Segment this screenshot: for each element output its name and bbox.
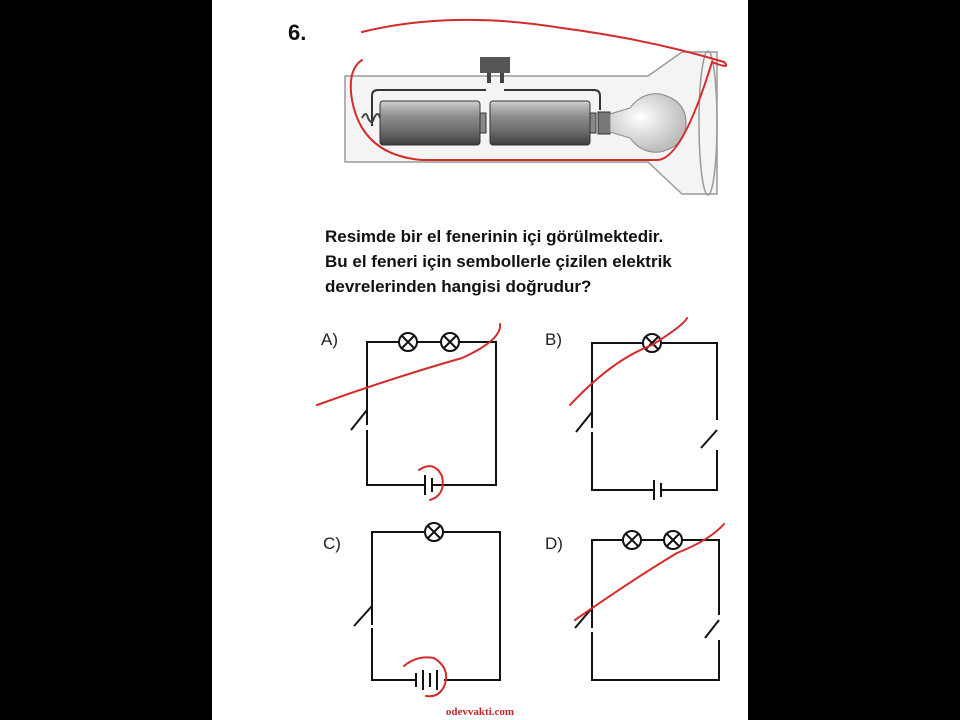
circuit-diagrams	[350, 332, 720, 690]
question-line: devrelerinden hangisi doğrudur?	[325, 277, 592, 296]
option-a-label: A)	[321, 330, 338, 349]
option-b-label: B)	[545, 330, 562, 349]
circuit-d	[574, 530, 720, 681]
option-c-label: C)	[323, 534, 341, 553]
question-line: Bu el feneri için sembollerle çizilen el…	[325, 252, 672, 271]
question-number: 6.	[288, 20, 307, 45]
circuit-c	[353, 522, 501, 690]
flashlight-illustration	[344, 50, 718, 196]
worksheet-page: 6. Resimde bir el fenerinin içi görülmek…	[212, 0, 748, 720]
circuit-a	[350, 332, 497, 495]
question-text: Resimde bir el fenerinin içi görülmekted…	[325, 224, 745, 299]
footer-watermark: odevvakti.com	[445, 706, 515, 718]
option-d-label: D)	[545, 534, 563, 553]
red-pen-annotations	[316, 18, 728, 698]
question-line: Resimde bir el fenerinin içi görülmekted…	[325, 227, 664, 246]
